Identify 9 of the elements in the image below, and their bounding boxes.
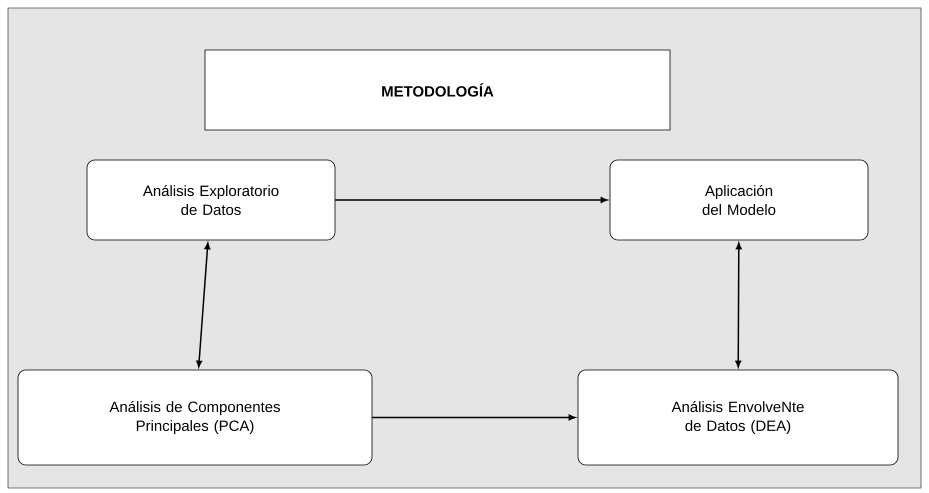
- arrow: [372, 414, 576, 420]
- arrow: [335, 197, 608, 203]
- process-box: Análisis Exploratorio de Datos: [86, 160, 336, 240]
- arrow: [735, 242, 742, 368]
- process-box: Análisis EnvolveNte de Datos (DEA): [578, 370, 898, 466]
- process-box: Análisis de Componentes Principales (PCA): [18, 370, 372, 466]
- arrow: [196, 242, 210, 368]
- title-box: METODOLOGÍA: [204, 50, 670, 130]
- process-box: Aplicación del Modelo: [610, 160, 868, 240]
